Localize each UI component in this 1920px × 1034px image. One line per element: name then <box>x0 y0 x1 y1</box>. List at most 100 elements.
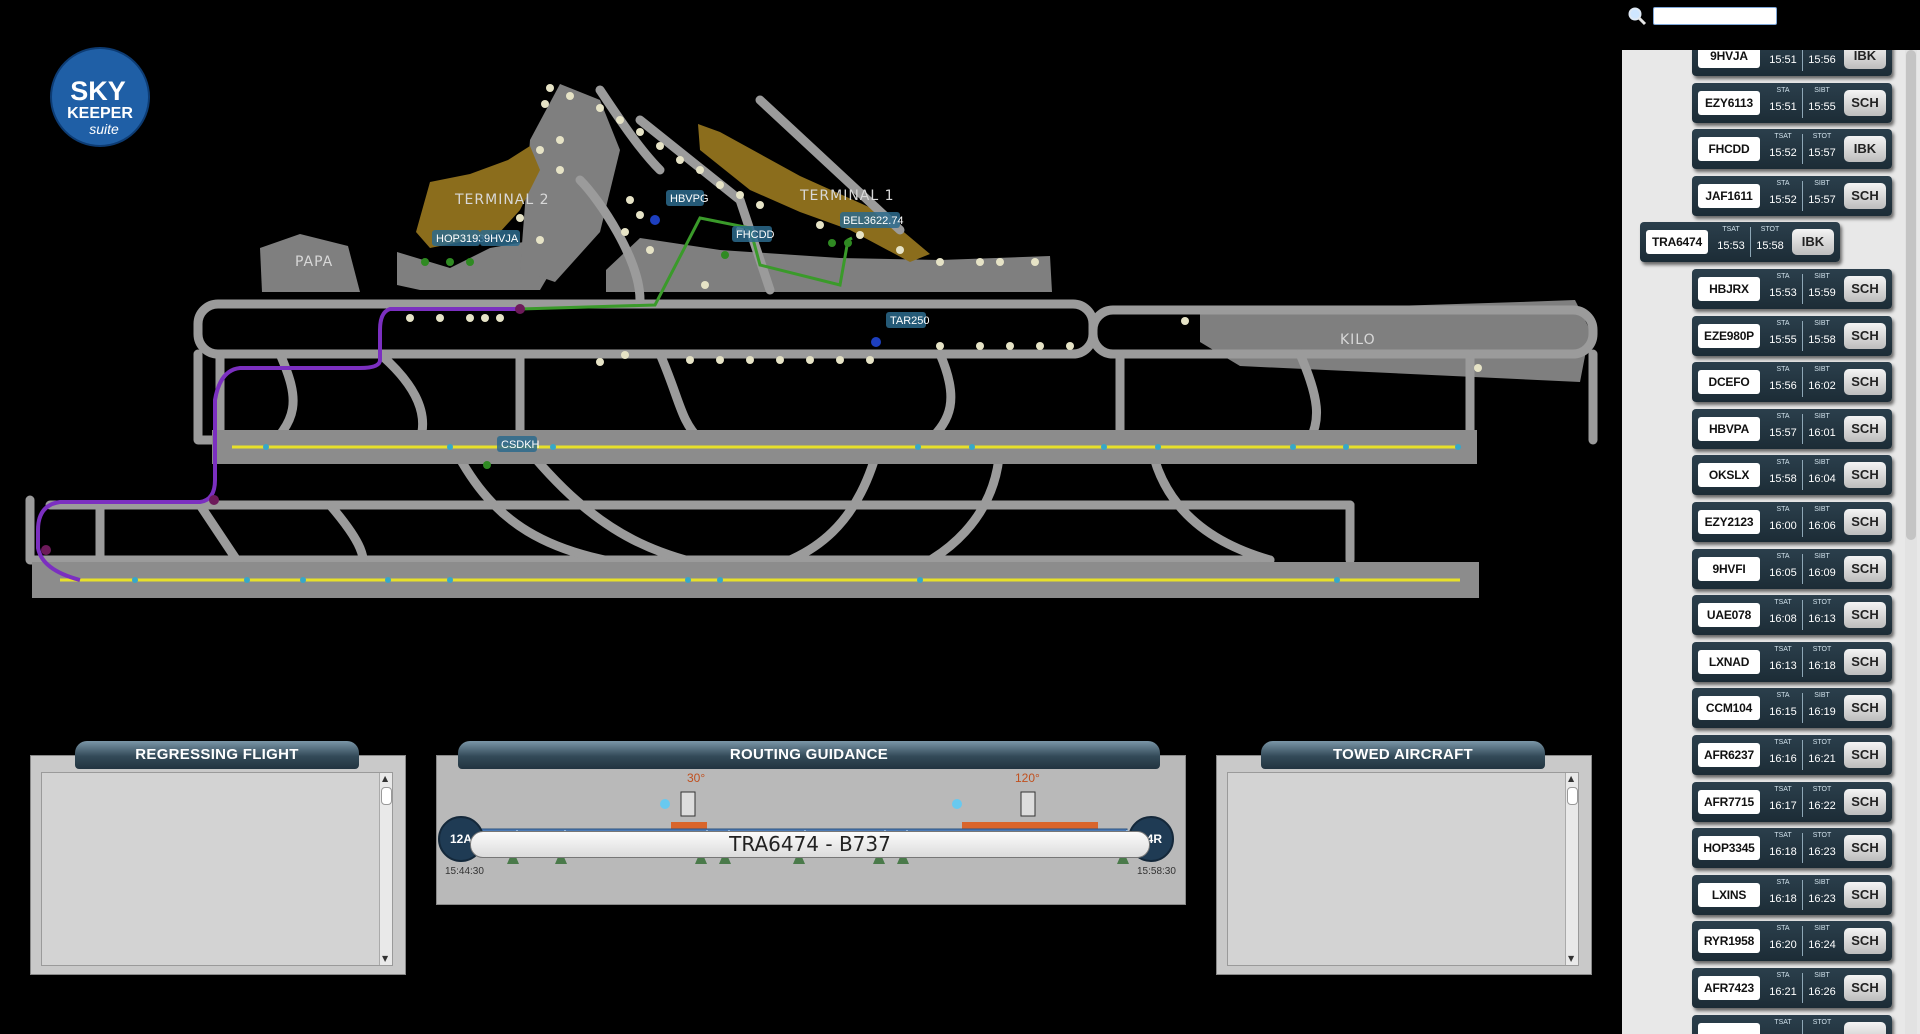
strip-status-button[interactable]: SCH <box>1844 835 1886 862</box>
apron-areas <box>260 84 1590 382</box>
strip-status-button[interactable]: IBK <box>1844 136 1886 163</box>
strip-time-1-label: STA <box>1776 319 1790 327</box>
strip-divider <box>1802 413 1803 444</box>
start-stand-label: 12A <box>450 832 472 846</box>
strip-status-button[interactable]: SCH <box>1844 695 1886 722</box>
strip-time-2-value: 15:57 <box>1808 147 1836 160</box>
strip-time-1-label: STA <box>1776 552 1790 560</box>
strip-divider <box>1802 367 1803 398</box>
strip-time-1-label: TSAT <box>1722 226 1740 234</box>
strip-status-button[interactable]: SCH <box>1844 555 1886 582</box>
strip-status-button[interactable]: SCH <box>1844 369 1886 396</box>
airport-map[interactable]: SKY KEEPER suite <box>0 0 1620 700</box>
strip-status-button[interactable]: SCH <box>1844 509 1886 535</box>
strip-status-button[interactable]: SCH <box>1844 928 1886 955</box>
strip-time-1-label: STA <box>1776 878 1790 886</box>
strip-time-1-value: 15:58 <box>1769 473 1797 486</box>
strip-status-button[interactable]: SCH <box>1844 881 1886 908</box>
strip-status-button[interactable]: SCH <box>1844 276 1886 302</box>
strip-time-2-label: SIBT <box>1814 925 1830 933</box>
strip-status-button[interactable]: SCH <box>1844 602 1886 629</box>
strip-time-1-value: 15:53 <box>1769 287 1797 299</box>
strip-divider <box>1802 926 1803 957</box>
logo-text-keeper: KEEPER <box>67 105 133 122</box>
taxi-route-green <box>519 216 853 311</box>
strip-callsign: UAE078 <box>1698 603 1760 628</box>
aircraft-tag: TAR250 <box>886 312 930 328</box>
strip-time-1-label: TSAT <box>1774 832 1792 840</box>
regressing-list-scrollbar[interactable]: ▲▼ <box>379 773 392 965</box>
towed-list-scrollbar[interactable]: ▲▼ <box>1565 773 1578 965</box>
strip-time-2-label: STOT <box>1760 226 1780 234</box>
strip-time-1-label: TSAT <box>1774 785 1792 793</box>
strip-status-button[interactable]: SCH <box>1844 182 1886 209</box>
strip-status-button[interactable]: SCH <box>1844 975 1886 1001</box>
search-icon[interactable] <box>1627 6 1647 26</box>
aircraft-tag: 9HVJA <box>480 230 520 246</box>
strip-callsign: TRA6474 <box>1646 230 1708 255</box>
strip-divider <box>1802 134 1803 165</box>
strip-time-2-value: 16:02 <box>1808 380 1836 393</box>
strip-status-button[interactable]: SCH <box>1844 742 1886 768</box>
strip-status-button[interactable]: SCH <box>1844 648 1886 675</box>
strip-list-scrollbar[interactable] <box>1905 50 1917 1034</box>
strip-time-1-label: STA <box>1776 412 1790 420</box>
strip-status-button[interactable] <box>1844 1021 1886 1034</box>
towed-aircraft-list[interactable]: ▲▼ <box>1227 772 1579 966</box>
strip-divider <box>1802 693 1803 724</box>
strip-time-1-value: 16:16 <box>1769 753 1797 765</box>
strip-status-button[interactable]: SCH <box>1844 322 1886 349</box>
strip-time-1-value: 16:18 <box>1769 846 1797 859</box>
strip-status-button[interactable]: SCH <box>1844 462 1886 489</box>
strip-time-2-value: 16:19 <box>1808 706 1836 719</box>
strip-status-button[interactable]: SCH <box>1844 788 1886 815</box>
strip-time-2-label: SIBT <box>1814 692 1830 700</box>
strip-status-button[interactable]: SCH <box>1844 89 1886 116</box>
strip-time-2-value: 16:13 <box>1808 613 1836 626</box>
strip-status-button[interactable]: IBK <box>1844 50 1886 69</box>
strip-time-2-value: 15:58 <box>1808 333 1836 346</box>
strip-status-button[interactable]: SCH <box>1844 415 1886 442</box>
strip-status-button[interactable]: IBK <box>1792 229 1834 256</box>
regressing-flight-list[interactable]: ▲▼ <box>41 772 393 966</box>
strip-time-1-label: STA <box>1776 273 1790 280</box>
strip-divider <box>1802 646 1803 677</box>
routing-timeline[interactable]: 30° 120° SDTBUA1A2VW 12A 04R 15:44:30 15… <box>437 756 1185 904</box>
search-input[interactable] <box>1653 7 1777 25</box>
strip-time-1-label: TSAT <box>1774 599 1792 607</box>
